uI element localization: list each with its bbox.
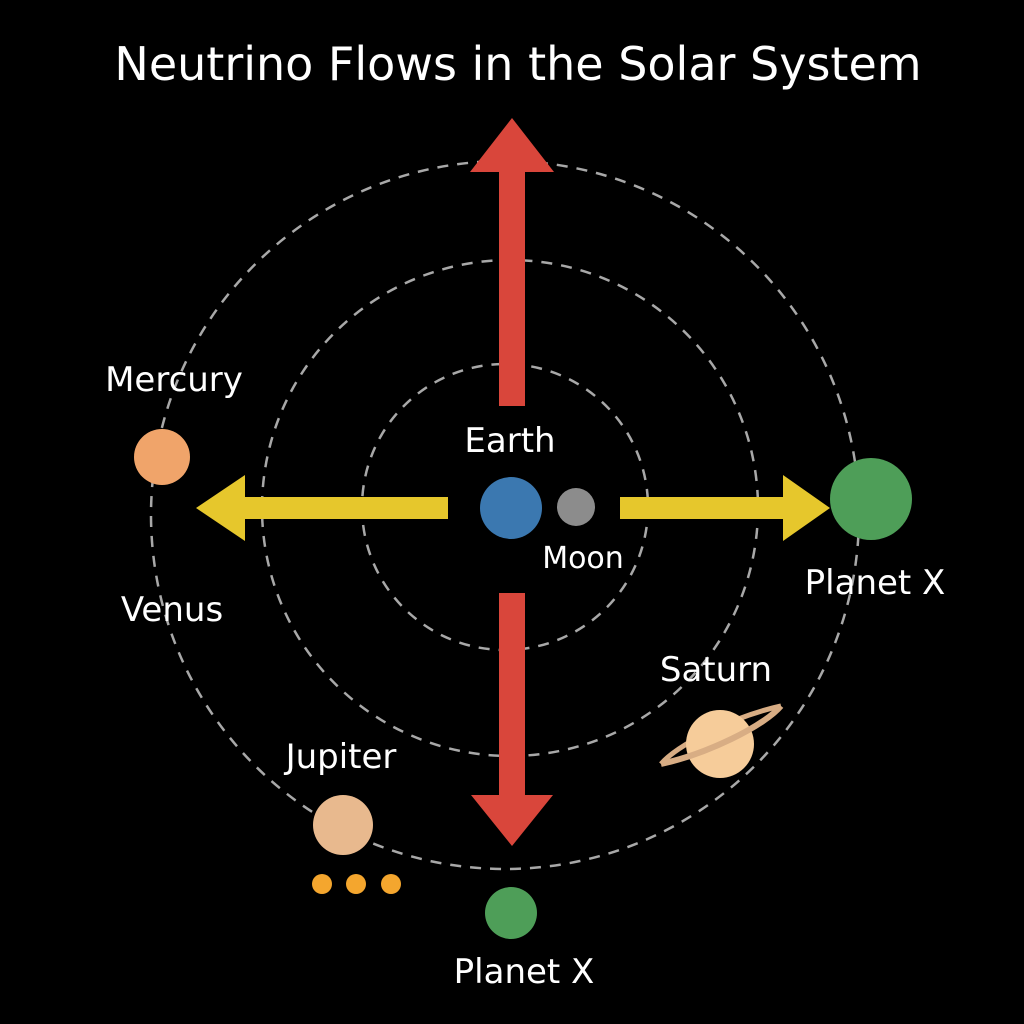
dot [312,874,332,894]
venus-label: Venus [121,590,223,630]
moon-label: Moon [542,541,624,576]
jupiter-planet [313,795,373,855]
bodies [134,429,912,939]
dot [381,874,401,894]
diagram-title: Neutrino Flows in the Solar System [114,37,921,91]
flow-arrows [196,118,830,846]
mercury-planet [134,429,190,485]
saturn-label: Saturn [660,650,772,690]
earth-planet [480,477,542,539]
arrow-down [471,593,553,846]
planet-x-bottom-label: Planet X [454,952,595,992]
earth-label: Earth [464,421,555,461]
planet-x-right [830,458,912,540]
saturn-planet [659,703,784,778]
labels: Earth Moon Mercury Venus Jupiter Saturn … [105,360,945,992]
arrow-right [620,475,830,541]
planet-x-right-label: Planet X [805,563,946,603]
planet-x-bottom [485,887,537,939]
saturn-ring-front [660,704,784,767]
arrow-up [470,118,554,406]
moon-body [557,488,595,526]
mercury-label: Mercury [105,360,243,400]
jupiter-label: Jupiter [284,737,397,777]
arrow-left [196,475,448,541]
small-dots [312,874,401,894]
dot [346,874,366,894]
